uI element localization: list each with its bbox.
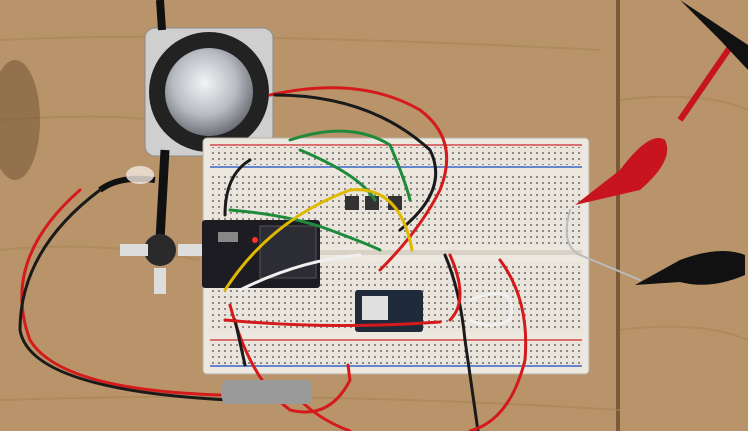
- black-alligator-clip: [635, 251, 745, 285]
- inline-holder: [222, 380, 312, 404]
- speaker-cable: [156, 0, 166, 31]
- led-clear: [126, 166, 154, 184]
- speaker-cable-lower: [155, 149, 170, 241]
- usb-adapter-hub: [120, 234, 204, 294]
- red-alligator-clip: [575, 38, 738, 205]
- speaker: [144, 27, 274, 157]
- audio-module: [355, 290, 423, 332]
- push-buttons: [345, 196, 402, 210]
- wood-stain: [0, 60, 40, 180]
- esp32-board: [202, 220, 320, 288]
- wires: [18, 86, 641, 431]
- wood-plank-gap: [616, 0, 620, 431]
